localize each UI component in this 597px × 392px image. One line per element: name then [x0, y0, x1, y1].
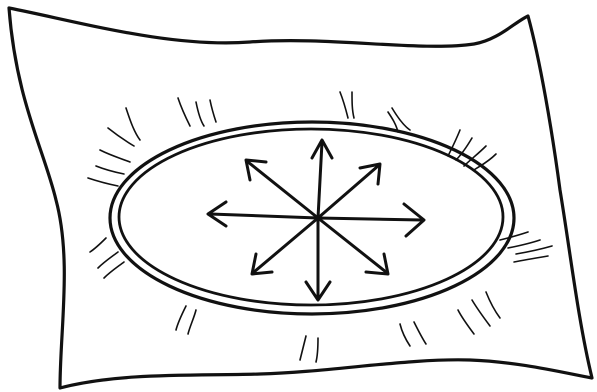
fringe-strokes: [88, 92, 552, 362]
arrow-up-icon: [312, 140, 332, 218]
compass-rose: [208, 140, 424, 300]
arrow-up-right-icon: [318, 164, 380, 218]
arrow-up-left-icon: [246, 160, 318, 218]
arrow-down-icon: [306, 218, 330, 300]
arrow-down-right-icon: [318, 218, 388, 274]
flag-outline: [9, 8, 592, 388]
arrow-down-left-icon: [252, 218, 318, 274]
